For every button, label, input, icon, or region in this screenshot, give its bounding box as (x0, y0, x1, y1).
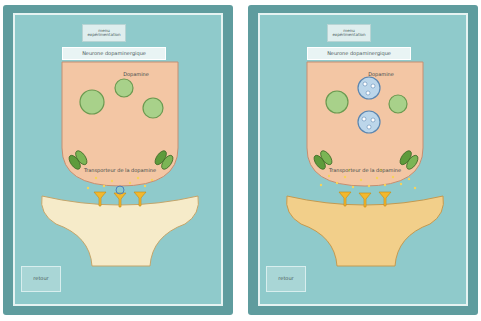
vesicle (143, 98, 163, 118)
panel-background (14, 14, 222, 305)
button-box: retour (21, 266, 61, 292)
button-box: Neurone dopaminergique (307, 47, 411, 60)
button-box: retour (266, 266, 306, 292)
button-box: menu expérimentation (327, 24, 371, 42)
vesicle (389, 95, 407, 113)
left-panel (3, 5, 233, 315)
panel-frame (3, 5, 233, 315)
part-label: Transporteur de la dopamine (84, 168, 156, 174)
right-panel (248, 5, 478, 315)
drug-vesicle (358, 77, 380, 99)
button-box: Neurone dopaminergique (62, 47, 166, 60)
drug-vesicle (358, 111, 380, 133)
box-text: retour (278, 276, 293, 282)
part-label: Dopamine (123, 72, 149, 78)
drug-molecules (362, 82, 375, 129)
bound-dopamine (116, 186, 124, 194)
dopamine-transporter (398, 149, 420, 171)
vesicle (115, 79, 133, 97)
presynaptic-neuron (62, 62, 178, 186)
vesicle (80, 90, 104, 114)
dopamine-receptors (339, 192, 391, 207)
box-text: Neurone dopaminergique (327, 51, 391, 57)
dopamine-transporter (153, 149, 175, 171)
panel-frame (248, 5, 478, 315)
part-label: Transporteur de la dopamine (329, 168, 401, 174)
part-label: Dopamine (368, 72, 394, 78)
dopamine-molecules (87, 177, 153, 189)
box-text: retour (33, 276, 48, 282)
dopamine-molecules (320, 169, 416, 189)
panel-background (259, 14, 467, 305)
box-text: menu expérimentation (328, 29, 370, 38)
presynaptic-neuron (307, 62, 423, 186)
vesicle (326, 91, 348, 113)
box-text: Neurone dopaminergique (82, 51, 146, 57)
button-box: menu expérimentation (82, 24, 126, 42)
box-text: menu expérimentation (83, 29, 125, 38)
